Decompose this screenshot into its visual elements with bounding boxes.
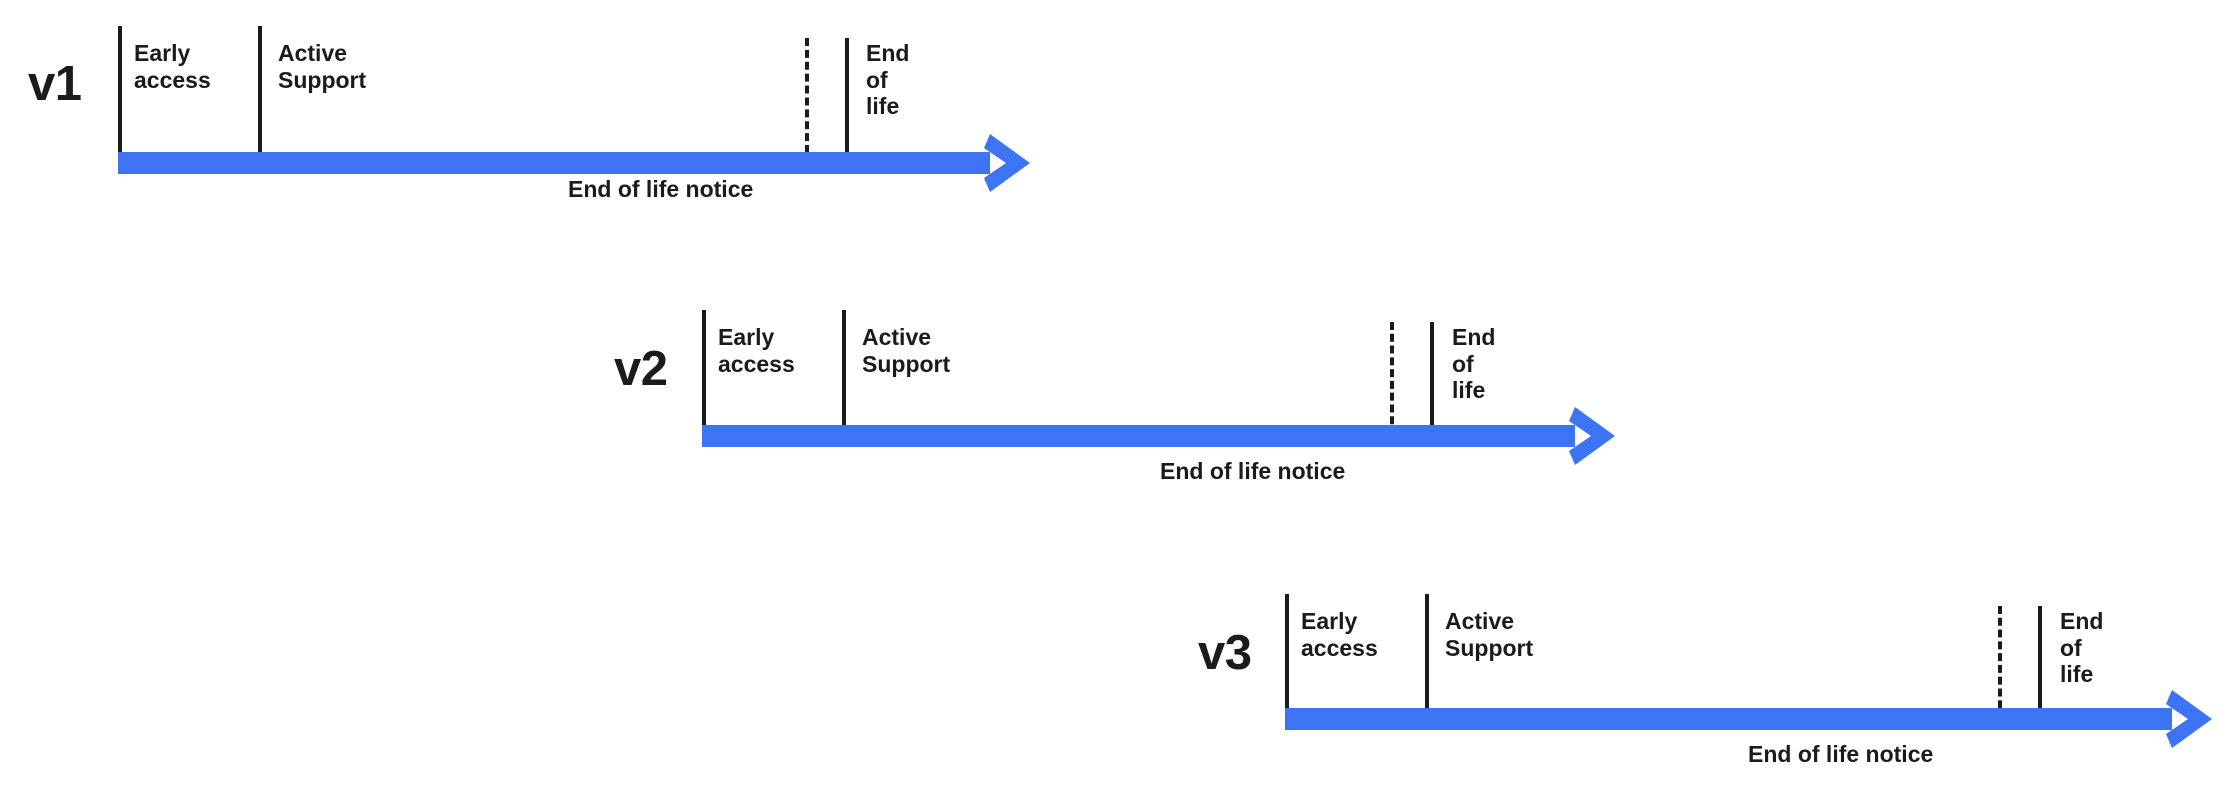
phase-label-early_access-v1: Early access — [134, 40, 211, 93]
phase-label-early_access-v2: Early access — [718, 324, 795, 377]
end-of-life-notice-label-v1: End of life notice — [568, 176, 754, 202]
end-of-life-notice-label-v3: End of life notice — [1748, 741, 1934, 767]
phase-boundary-solid-v3-0 — [1285, 594, 1289, 720]
phase-label-active_support-v1: Active Support — [278, 40, 367, 93]
timeline-arrow-v3 — [1285, 690, 2212, 748]
arrow-head-icon-v1 — [984, 134, 1030, 192]
version-label-v1: v1 — [28, 57, 82, 111]
phase-boundary-solid-v3-1 — [1425, 594, 1429, 720]
end-of-life-notice-label-v2: End of life notice — [1160, 458, 1346, 484]
phase-boundary-solid-v2-1 — [842, 310, 846, 436]
phase-label-end_of_life-v2: End of life — [1452, 324, 1496, 404]
phase-boundary-dashed-v3-2 — [1998, 606, 2002, 720]
arrow-head-icon-v2 — [1569, 407, 1615, 465]
phase-label-end_of_life-v3: End of life — [2060, 608, 2104, 688]
timeline-arrow-v1 — [118, 134, 1030, 192]
timeline-shaft-v1 — [118, 152, 990, 174]
timeline-shaft-v2 — [702, 425, 1575, 447]
phase-label-active_support-v2: Active Support — [862, 324, 951, 377]
version-label-v2: v2 — [614, 342, 668, 396]
phase-boundary-dashed-v1-2 — [805, 38, 809, 153]
phase-boundary-dashed-v2-2 — [1390, 322, 1394, 436]
phase-boundary-solid-v3-3 — [2038, 606, 2042, 720]
arrow-head-icon-v3 — [2166, 690, 2212, 748]
phase-label-active_support-v3: Active Support — [1445, 608, 1534, 661]
phase-boundary-solid-v1-1 — [258, 26, 262, 153]
phase-label-early_access-v3: Early access — [1301, 608, 1378, 661]
timeline-shaft-v3 — [1285, 708, 2172, 730]
phase-boundary-solid-v2-0 — [702, 310, 706, 436]
phase-boundary-solid-v1-0 — [118, 26, 122, 153]
version-label-v3: v3 — [1198, 626, 1252, 680]
phase-label-end_of_life-v1: End of life — [866, 40, 910, 120]
phase-boundary-solid-v1-3 — [845, 38, 849, 153]
phase-boundary-solid-v2-3 — [1430, 322, 1434, 436]
timeline-arrow-v2 — [702, 407, 1615, 465]
